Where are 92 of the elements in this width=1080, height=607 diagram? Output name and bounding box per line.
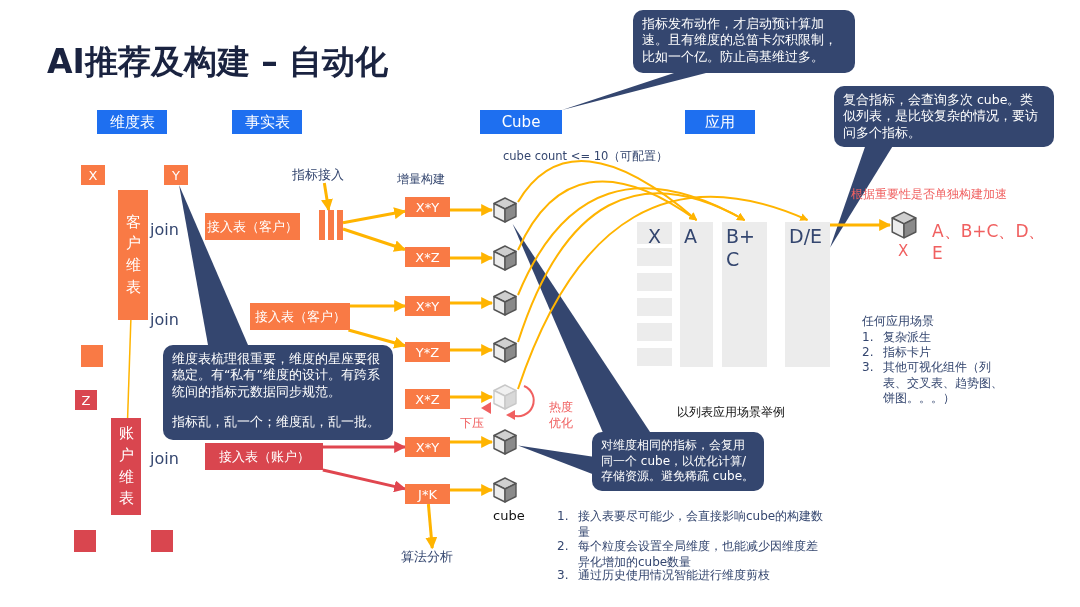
cube-icon <box>890 210 918 240</box>
cube-caption: cube <box>493 508 525 523</box>
arrow <box>450 484 494 496</box>
arrow <box>323 441 407 453</box>
note-text: 增量构建 <box>397 172 445 188</box>
list-number: 1. <box>557 509 569 523</box>
note-text: 以列表应用场景举例 <box>677 404 785 421</box>
table-box: X*Z <box>405 389 450 409</box>
curved-arrow <box>517 195 809 390</box>
callout-text: 维度表梳理很重要，维度的星座要很稳定。有“私有”维度的设计。有跨系统间的指标元数据同步规范。 <box>172 351 381 400</box>
table-square <box>74 530 96 552</box>
arrow <box>342 207 407 225</box>
list-number: 2. <box>557 539 569 553</box>
section-header: 事实表 <box>232 110 302 134</box>
arrow <box>425 503 438 550</box>
table-box: X*Y <box>405 437 450 457</box>
note-text: cube count <= 10（可配置） <box>503 149 669 164</box>
section-header: 应用 <box>685 110 755 134</box>
note-text: 接入表要尽可能少，会直接影响cube的构建数量 <box>578 509 825 540</box>
table-box: J*K <box>405 484 450 504</box>
curved-arrow <box>517 192 746 343</box>
note-text: 指标卡片 <box>883 345 931 361</box>
note-text: 下压 <box>460 416 484 432</box>
section-header: 维度表 <box>97 110 167 134</box>
arrow <box>450 204 494 216</box>
table-box: 接入表（客户） <box>205 213 300 240</box>
connector-line <box>126 319 132 419</box>
title: AI推荐及构建 – 自动化 <box>47 41 389 83</box>
callout-bubble <box>163 345 393 440</box>
table-box: X*Y <box>405 197 450 217</box>
list-column: X <box>637 222 672 244</box>
callout-text: 复合指标，会查询多次 cube。类似列表，是比较复杂的情况，要访问多个指标。 <box>843 92 1039 141</box>
curved-arrow <box>517 180 698 251</box>
table-box: X*Y <box>405 296 450 316</box>
join-label: join <box>150 310 179 329</box>
arrow <box>450 344 494 356</box>
arrow <box>321 182 333 212</box>
note-text: 其他可视化组件（列表、交叉表、趋势图、饼图。。。） <box>883 360 1004 407</box>
cube-icon <box>492 476 518 504</box>
note-text: 复杂派生 <box>883 330 931 346</box>
table-box: Y*Z <box>405 342 450 362</box>
table-box: X <box>81 165 105 185</box>
list-column: A <box>680 222 713 367</box>
list-number: 3. <box>862 360 874 374</box>
cube-icon <box>492 196 518 224</box>
callout-tail <box>179 185 248 345</box>
list-column: D/E <box>785 222 830 367</box>
cube-caption: X <box>898 242 909 260</box>
arrow <box>450 436 494 448</box>
cube-icon <box>492 383 518 411</box>
cube-icon <box>492 336 518 364</box>
cube-icon <box>492 289 518 317</box>
table-box: 接入表（客户） <box>250 303 350 330</box>
note-text: 每个粒度会设置全局维度，也能减少因维度差异化增加的cube数量 <box>578 539 819 569</box>
note-text: 根据重要性是否单独构建加速 <box>851 187 1007 203</box>
table-box: Y <box>164 165 188 185</box>
arrow <box>450 252 494 264</box>
join-label: join <box>150 220 179 239</box>
bars-icon <box>319 210 343 240</box>
section-header: Cube <box>480 110 562 134</box>
list-column: B+C <box>722 222 767 367</box>
step-label: 算法分析 <box>401 548 465 566</box>
list-number: 3. <box>557 568 569 582</box>
table-square <box>81 345 103 367</box>
note-text: 通过历史使用情况智能进行维度剪枝 <box>578 568 771 584</box>
callout-text: 对维度相同的指标，会复用同一个 cube，以优化计算/存储资源。避免稀疏 cube。 <box>601 438 755 485</box>
table-box: Z <box>75 390 97 410</box>
arrow <box>342 227 407 252</box>
table-box: 接入表（账户） <box>205 443 323 470</box>
arrow <box>830 219 892 231</box>
callout-tail <box>512 224 652 435</box>
callout-text: 指标乱，乱一个；维度乱，乱一批。 <box>172 413 381 430</box>
cube-caption: A、B+C、D、E <box>932 220 1047 263</box>
dimension-table-box: 客户维表 <box>118 190 148 320</box>
dimension-table-box: 账户维表 <box>111 418 141 515</box>
join-label: join <box>150 449 179 468</box>
step-label: 指标接入 <box>292 166 354 184</box>
callout-tail <box>518 445 595 475</box>
arrow <box>322 468 407 493</box>
table-box: X*Z <box>405 247 450 267</box>
cube-icon <box>492 244 518 272</box>
arrow <box>450 391 494 403</box>
table-square <box>151 530 173 552</box>
note-text: 任何应用场景 <box>862 314 934 330</box>
arrow <box>450 297 494 309</box>
callout-text: 指标发布动作，才启动预计算加速。且有维度的总笛卡尔积限制，比如一个亿。防止高基维过多。 <box>642 16 838 65</box>
arrow <box>350 300 407 312</box>
arrow <box>348 328 407 349</box>
note-text: 热度优化 <box>549 400 574 432</box>
list-number: 2. <box>862 345 874 359</box>
list-number: 1. <box>862 330 874 344</box>
cube-icon <box>492 428 518 456</box>
